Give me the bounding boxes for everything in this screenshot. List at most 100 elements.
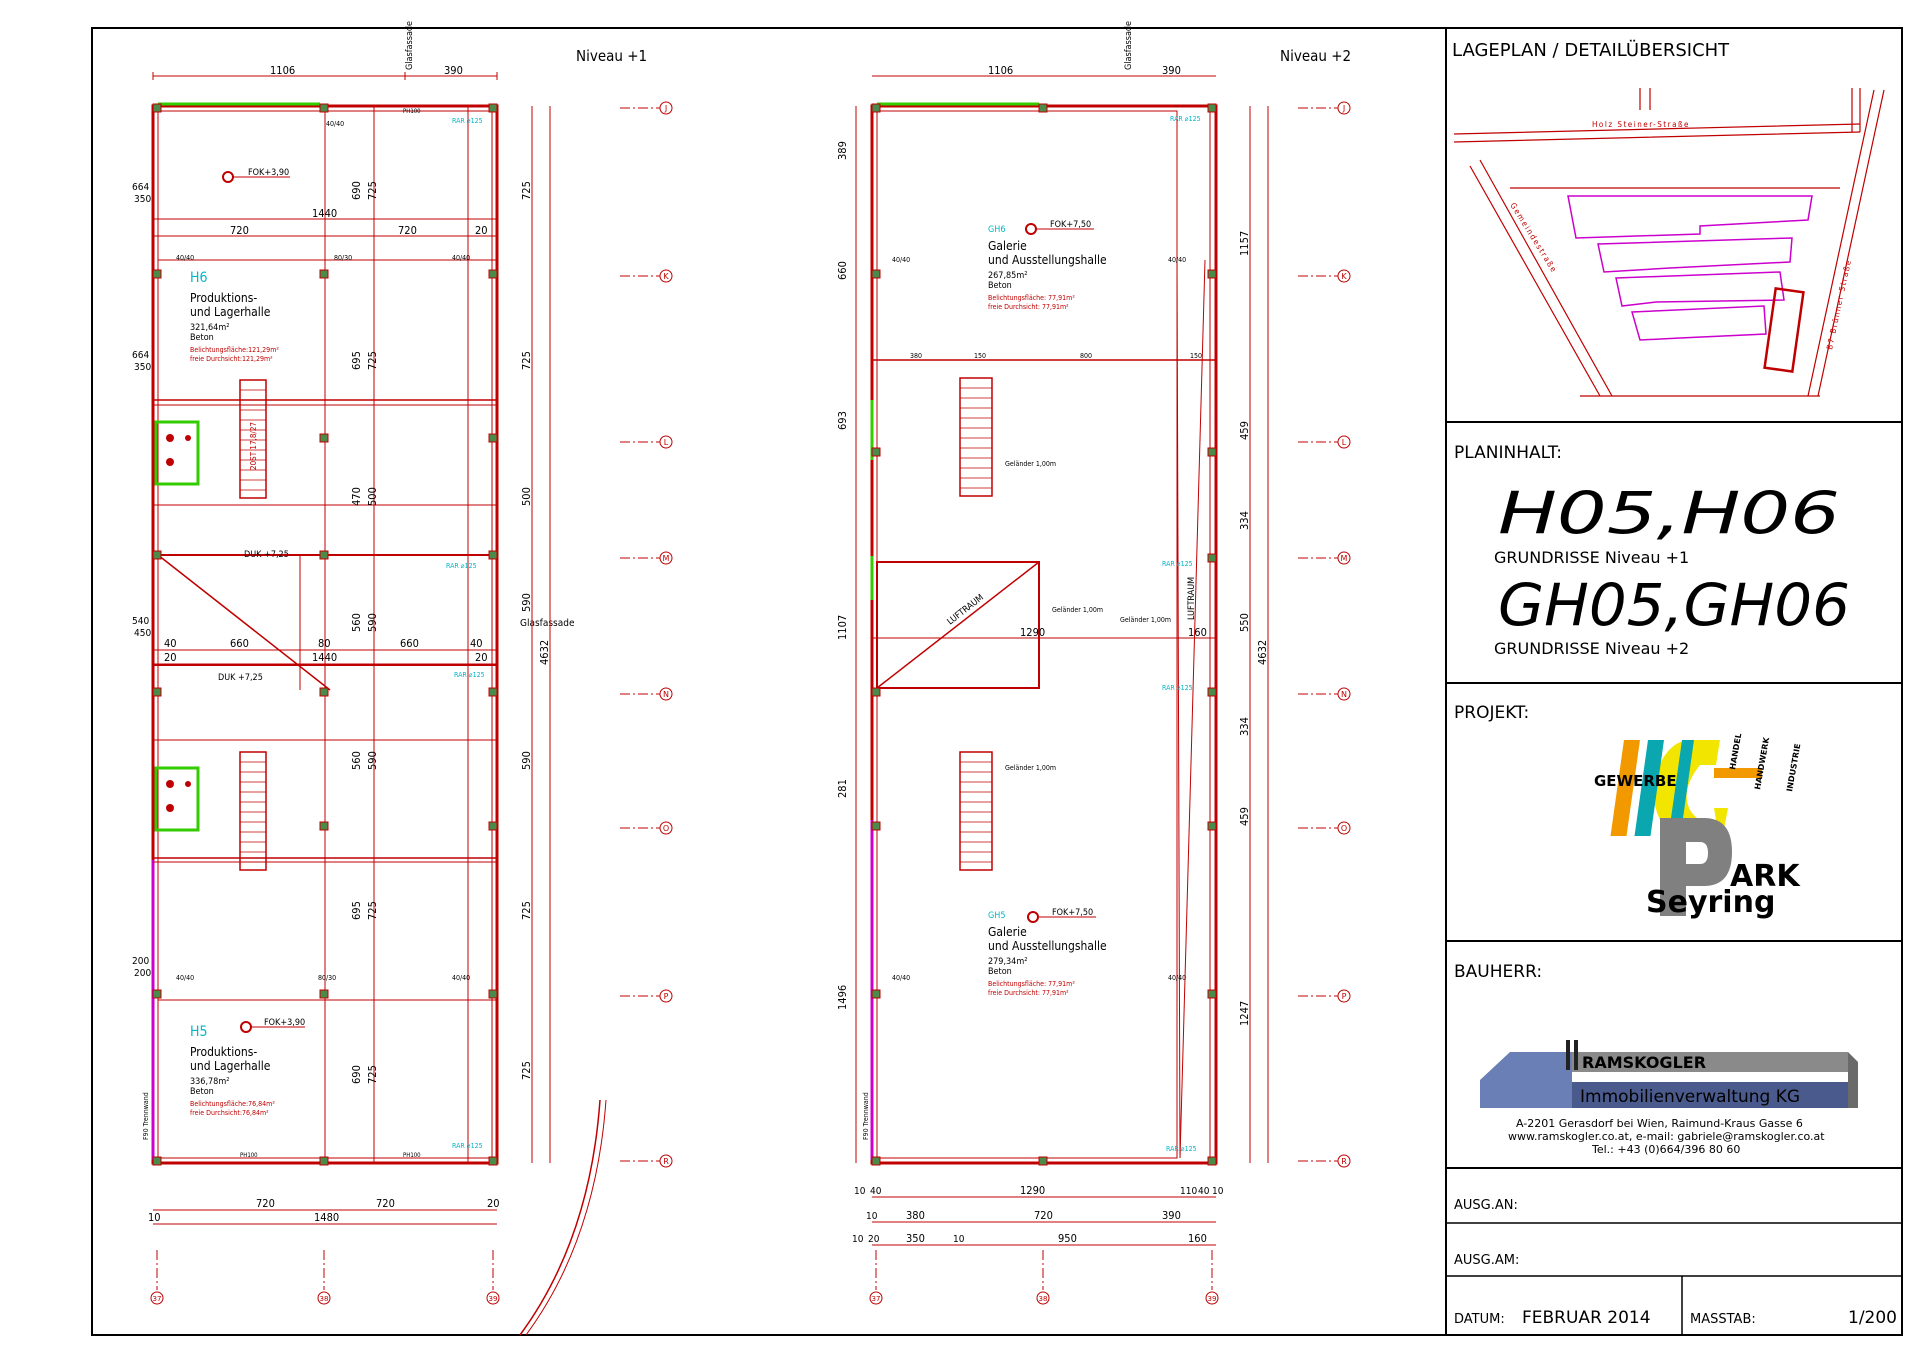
svg-text:1106: 1106	[988, 64, 1013, 77]
column-label: 40/40	[326, 120, 344, 128]
grid-axis-label: R	[663, 1157, 669, 1166]
logo-handwerk: HANDWERK	[1753, 736, 1771, 790]
company-logo: RAMSKOGLER Immobilienverwaltung KG A-220…	[1480, 1040, 1858, 1156]
svg-text:725: 725	[366, 901, 379, 920]
fok-marker: FOK+7,50	[1027, 908, 1096, 923]
svg-text:725: 725	[520, 351, 533, 370]
svg-text:450: 450	[134, 628, 151, 639]
svg-text:693: 693	[836, 411, 849, 430]
svg-text:10: 10	[1212, 1186, 1224, 1197]
bauherr-label: BAUHERR:	[1454, 962, 1542, 982]
duk-label: DUK +7,25	[244, 550, 289, 560]
masstab-value: 1/200	[1848, 1308, 1897, 1328]
plan-codes-1: H05,H06	[1498, 479, 1840, 547]
trennwand-label: F90 Trennwand	[862, 1092, 870, 1140]
svg-text:10: 10	[852, 1234, 864, 1245]
plan-niveau-1: Niveau +1	[132, 21, 647, 1225]
svg-text:690: 690	[350, 1065, 363, 1084]
trennwand-label: F90 Trennwand	[142, 1092, 150, 1140]
svg-text:725: 725	[520, 901, 533, 920]
grid-axis-label: N	[663, 690, 669, 699]
stair-label: 20ST 17,8/27	[249, 422, 258, 470]
glasfassade-top-label: Glasfassade	[405, 21, 415, 70]
plan-title-niveau-1: Niveau +1	[576, 47, 647, 65]
logo-ark: ARK	[1730, 859, 1801, 894]
svg-text:695: 695	[350, 901, 363, 920]
svg-text:80: 80	[318, 637, 331, 650]
ausg-am-label: AUSG.AM:	[1454, 1253, 1519, 1268]
room-light-gh5-1: Belichtungsfläche: 77,91m²	[988, 980, 1075, 988]
room-code-gh5: GH5	[988, 911, 1006, 921]
stairs-gh5	[959, 751, 993, 871]
grid-axis-marker	[659, 101, 673, 115]
column-label: 40/40	[1168, 974, 1186, 982]
room-name-gh6-1: Galerie	[988, 239, 1027, 253]
sheet-frame	[91, 27, 1903, 1336]
company-address-1: A-2201 Gerasdorf bei Wien, Raimund-Kraus…	[1516, 1117, 1803, 1130]
svg-text:FOK+7,50: FOK+7,50	[1050, 220, 1091, 230]
svg-text:390: 390	[1162, 1209, 1181, 1222]
svg-text:350: 350	[906, 1232, 925, 1245]
wc-fixtures	[166, 434, 191, 812]
grid-axis-label: 38	[1039, 1295, 1048, 1303]
grid-axis-label: J	[1342, 104, 1345, 113]
title-block: LAGEPLAN / DETAILÜBERSICHT Holz Steiner-…	[1446, 39, 1902, 1335]
ph-label: PH100	[403, 108, 421, 115]
columns-left	[152, 103, 498, 1166]
svg-text:500: 500	[520, 487, 533, 506]
svg-text:800: 800	[1080, 352, 1092, 360]
svg-text:110: 110	[1180, 1186, 1197, 1197]
plan-niveau-2: Niveau +2 LUFTRAUM LUFTRAUM Geländer 1,0…	[836, 21, 1351, 1246]
plan-desc-2: GRUNDRISSE Niveau +2	[1494, 639, 1689, 658]
grid-axis-label: K	[1341, 272, 1347, 281]
svg-text:725: 725	[366, 1065, 379, 1084]
dim-top-left: 1106 390	[152, 64, 498, 80]
logo-gewerbe: GEWERBE	[1594, 772, 1677, 790]
grid-axis-label: P	[664, 992, 669, 1001]
svg-text:1440: 1440	[312, 651, 337, 664]
room-name-h5-1: Produktions-	[190, 1045, 257, 1059]
street-label-holz-steiner: Holz Steiner-Straße	[1592, 120, 1690, 129]
luftraum	[876, 561, 1040, 689]
room-area-gh6: 267,85m²	[988, 271, 1027, 281]
dim-inner-left: 690 695 470 560 560 695 690 725 725 500 …	[350, 181, 379, 1084]
svg-text:725: 725	[520, 1061, 533, 1080]
glasfassade-arc	[525, 1099, 607, 1336]
svg-text:720: 720	[376, 1197, 395, 1210]
column-label: 40/40	[892, 256, 910, 264]
dim-row-2: 1440	[153, 207, 497, 220]
dim-row-1: 720 720 20	[153, 224, 497, 237]
grid-axis-marker	[659, 551, 673, 565]
grid-axis-label: 39	[1208, 1295, 1217, 1303]
svg-text:590: 590	[366, 613, 379, 632]
svg-text:550: 550	[1238, 613, 1251, 632]
ph-label: PH100	[240, 1152, 258, 1159]
svg-text:720: 720	[230, 224, 249, 237]
grid-axis-marker	[150, 1291, 164, 1305]
svg-text:660: 660	[400, 637, 419, 650]
rar-label: RAR ⌀125	[452, 117, 483, 125]
room-code-h6: H6	[190, 270, 208, 286]
svg-text:1440: 1440	[312, 207, 337, 220]
column-label: 40/40	[452, 974, 470, 982]
grid-axis-marker	[1337, 435, 1351, 449]
svg-text:695: 695	[350, 351, 363, 370]
svg-text:200: 200	[134, 968, 151, 979]
plan-codes-2: GH05,GH06	[1498, 571, 1850, 639]
grid-axis-label: N	[1341, 690, 1347, 699]
column-label: 80/30	[334, 254, 352, 262]
logo-handel: HANDEL	[1728, 733, 1743, 771]
grid-axis-label: R	[1341, 1157, 1347, 1166]
datum-label: DATUM:	[1454, 1312, 1505, 1327]
dim-left-right: 389 660 693 1107 281 1496	[836, 106, 857, 1163]
grid-axis-marker	[1205, 1291, 1219, 1305]
grid-axis-marker	[1337, 687, 1351, 701]
svg-text:350: 350	[134, 194, 151, 205]
lageplan-title: LAGEPLAN / DETAILÜBERSICHT	[1452, 39, 1730, 61]
plan-title-niveau-2: Niveau +2	[1280, 47, 1351, 65]
svg-text:4632: 4632	[1256, 640, 1269, 665]
column-label: 40/40	[176, 974, 194, 982]
svg-text:459: 459	[1238, 807, 1251, 826]
